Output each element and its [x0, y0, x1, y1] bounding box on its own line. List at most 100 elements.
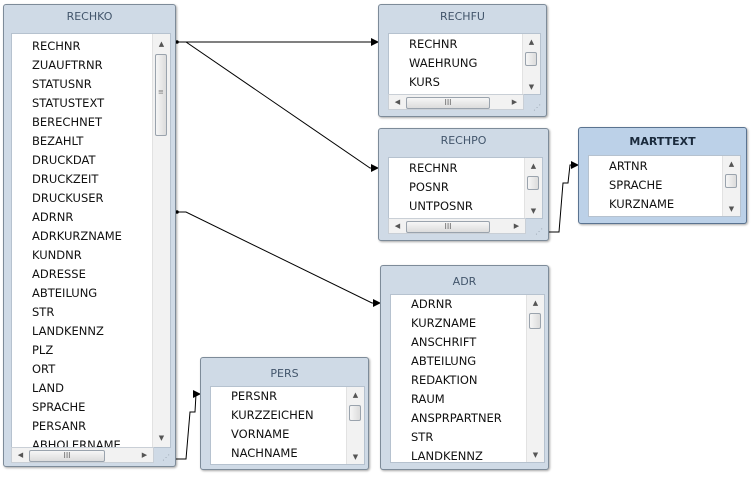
field-item[interactable]: ADRNR — [411, 297, 453, 311]
scroll-up-arrow-icon[interactable]: ▲ — [532, 299, 539, 307]
vertical-scrollbar[interactable]: ▲ ▼ — [526, 295, 544, 462]
scroll-left-arrow-icon[interactable]: ◀ — [394, 222, 401, 230]
scroll-right-arrow-icon[interactable]: ▶ — [511, 98, 518, 106]
field-list[interactable]: ARTNR SPRACHE KURZNAME ▲ ▼ — [588, 155, 741, 217]
field-item[interactable]: RECHNR — [409, 161, 458, 175]
field-item[interactable]: ANSCHRIFT — [411, 335, 477, 349]
field-item[interactable]: ORT — [32, 362, 56, 376]
field-item[interactable]: BERECHNET — [32, 115, 102, 129]
field-item[interactable]: REDAKTION — [411, 373, 478, 387]
scroll-up-arrow-icon[interactable]: ▲ — [530, 162, 537, 170]
table-adr[interactable]: ADR ADRNR KURZNAME ANSCHRIFT ABTEILUNG REDAK… — [380, 265, 549, 470]
field-list[interactable]: RECHNR POSNR UNTPOSNR ▲ ▼ — [388, 157, 543, 219]
field-list[interactable]: RECHNR ZUAUFTRNR STATUSNR STATUSTEXT BERECHN… — [11, 33, 171, 448]
resize-grip-icon[interactable]: ⋰ — [535, 227, 543, 236]
field-item[interactable]: PERSANR — [32, 419, 87, 433]
scroll-thumb[interactable]: III — [29, 450, 105, 462]
table-title[interactable]: PERS — [270, 367, 299, 380]
scroll-left-arrow-icon[interactable]: ◀ — [394, 98, 401, 106]
field-item[interactable]: ABHOLERNAME — [32, 438, 121, 448]
vertical-scrollbar[interactable]: ▲ ▼ — [522, 34, 540, 94]
horizontal-scrollbar[interactable]: ◀ III ▶ — [388, 94, 524, 110]
table-title[interactable]: RECHKO — [66, 10, 113, 23]
scroll-up-arrow-icon[interactable]: ▲ — [728, 160, 735, 168]
field-item[interactable]: PLZ — [32, 343, 54, 357]
scroll-down-arrow-icon[interactable]: ▼ — [728, 205, 735, 213]
scroll-down-arrow-icon[interactable]: ▼ — [532, 451, 539, 459]
scroll-right-arrow-icon[interactable]: ▶ — [513, 222, 520, 230]
field-item[interactable]: SPRACHE — [32, 400, 86, 414]
field-list[interactable]: ADRNR KURZNAME ANSCHRIFT ABTEILUNG REDAKTION… — [390, 294, 545, 463]
field-item[interactable]: KURZNAME — [609, 197, 675, 211]
vertical-scrollbar[interactable]: ▲ ▼ — [722, 156, 740, 216]
field-item[interactable]: KURZNAME — [411, 316, 477, 330]
horizontal-scrollbar[interactable]: ◀ III ▶ — [388, 218, 526, 234]
vertical-scrollbar[interactable]: ▲ ▼ — [524, 158, 542, 218]
field-item[interactable]: ZUAUFTRNR — [32, 58, 103, 72]
scroll-thumb[interactable] — [725, 174, 737, 188]
field-item[interactable]: ADRESSE — [32, 267, 86, 281]
field-item[interactable]: KURZZEICHEN — [231, 408, 314, 422]
field-item[interactable]: NACHNAME — [231, 446, 298, 460]
field-item[interactable]: STR — [411, 430, 434, 444]
vertical-scrollbar[interactable]: ▲ ≡ ▼ — [152, 34, 170, 447]
field-item[interactable]: BEZAHLT — [32, 134, 84, 148]
field-item[interactable]: ARTNR — [609, 159, 648, 173]
field-item[interactable]: PERSNR — [231, 389, 278, 403]
table-title[interactable]: MARTTEXT — [629, 135, 696, 148]
field-item[interactable]: STATUSNR — [32, 77, 92, 91]
scroll-down-arrow-icon[interactable]: ▼ — [352, 453, 359, 461]
field-item[interactable]: SPRACHE — [609, 178, 663, 192]
field-item[interactable]: LANDKENNZ — [411, 449, 483, 463]
field-item[interactable]: KURS — [409, 75, 440, 89]
field-item[interactable]: STR — [32, 305, 55, 319]
field-item[interactable]: RECHNR — [32, 39, 81, 53]
table-rechfu[interactable]: RECHFU RECHNR WAEHRUNG KURS ▲ ▼ ◀ III ▶ ⋰ — [378, 4, 547, 117]
resize-grip-icon[interactable]: ⋰ — [533, 103, 541, 112]
field-item[interactable]: DRUCKUSER — [32, 191, 104, 205]
scroll-thumb[interactable]: III — [406, 221, 490, 233]
field-item[interactable]: ADRNR — [32, 210, 74, 224]
field-item[interactable]: LANDKENNZ — [32, 324, 104, 338]
field-item[interactable]: ADRKURZNAME — [32, 229, 122, 243]
table-marttext[interactable]: MARTTEXT ARTNR SPRACHE KURZNAME ▲ ▼ — [578, 127, 747, 224]
field-list[interactable]: PERSNR KURZZEICHEN VORNAME NACHNAME ▲ ▼ — [210, 386, 365, 465]
table-title[interactable]: RECHFU — [440, 10, 485, 23]
field-item[interactable]: POSNR — [409, 180, 449, 194]
scroll-thumb[interactable] — [527, 176, 539, 190]
field-item[interactable]: ABTEILUNG — [411, 354, 477, 368]
table-title[interactable]: ADR — [452, 275, 477, 288]
field-item[interactable]: ANSPRPARTNER — [411, 411, 502, 425]
scroll-thumb[interactable]: III — [406, 97, 490, 109]
field-item[interactable]: LAND — [32, 381, 64, 395]
field-item[interactable]: RECHNR — [409, 37, 458, 51]
field-item[interactable]: WAEHRUNG — [409, 56, 478, 70]
vertical-scrollbar[interactable]: ▲ ▼ — [346, 387, 364, 464]
field-item[interactable]: VORNAME — [231, 427, 290, 441]
field-item[interactable]: UNTPOSNR — [409, 199, 473, 213]
table-rechko[interactable]: RECHKO RECHNR ZUAUFTRNR STATUSNR STATUSTEXT… — [3, 4, 176, 467]
field-list[interactable]: RECHNR WAEHRUNG KURS ▲ ▼ — [388, 33, 541, 95]
scroll-down-arrow-icon[interactable]: ▼ — [158, 434, 165, 442]
scroll-thumb[interactable] — [349, 405, 361, 421]
field-item[interactable]: KUNDNR — [32, 248, 82, 262]
scroll-thumb[interactable]: ≡ — [155, 54, 167, 136]
horizontal-scrollbar[interactable]: ◀ III ▶ — [11, 447, 154, 463]
scroll-up-arrow-icon[interactable]: ▲ — [528, 38, 535, 46]
scroll-down-arrow-icon[interactable]: ▼ — [530, 207, 537, 215]
field-item[interactable]: RAUM — [411, 392, 445, 406]
scroll-up-arrow-icon[interactable]: ▲ — [352, 391, 359, 399]
scroll-thumb[interactable] — [529, 313, 541, 329]
scroll-down-arrow-icon[interactable]: ▼ — [528, 83, 535, 91]
table-rechpo[interactable]: RECHPO RECHNR POSNR UNTPOSNR ▲ ▼ ◀ III ▶ ⋰ — [378, 128, 549, 241]
scroll-left-arrow-icon[interactable]: ◀ — [17, 451, 24, 459]
field-item[interactable]: STATUSTEXT — [32, 96, 105, 110]
scroll-up-arrow-icon[interactable]: ▲ — [158, 40, 165, 48]
table-title[interactable]: RECHPO — [440, 134, 487, 147]
resize-grip-icon[interactable]: ⋰ — [162, 453, 170, 462]
table-pers[interactable]: PERS PERSNR KURZZEICHEN VORNAME NACHNAME ▲ … — [200, 357, 369, 470]
field-item[interactable]: DRUCKZEIT — [32, 172, 99, 186]
scroll-thumb[interactable] — [525, 52, 537, 66]
field-item[interactable]: ABTEILUNG — [32, 286, 98, 300]
field-item[interactable]: DRUCKDAT — [32, 153, 96, 167]
